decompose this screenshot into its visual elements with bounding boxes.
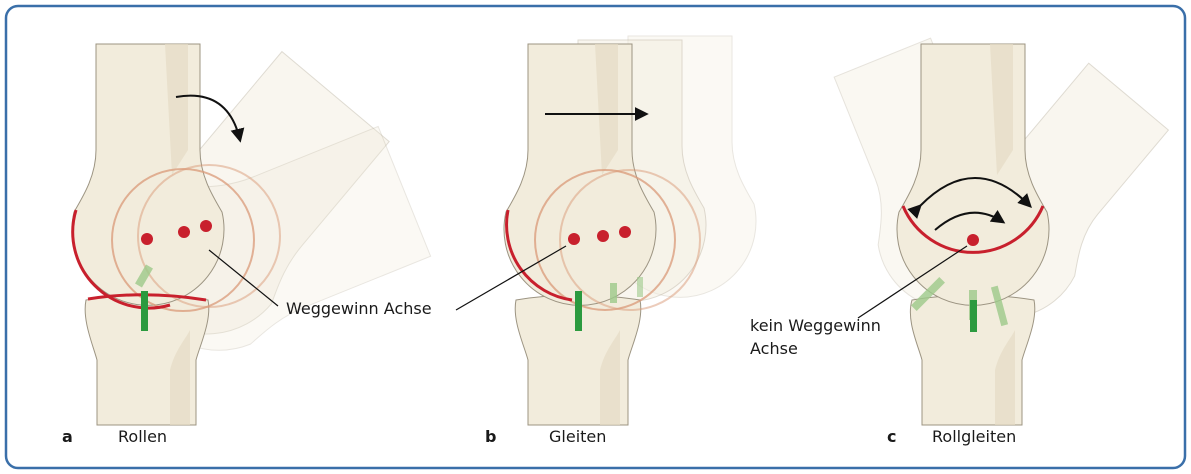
axis-point (597, 230, 609, 242)
axis-point (619, 226, 631, 238)
contact-bar (970, 300, 977, 332)
panel-title-rollgleiten: Rollgleiten (932, 427, 1016, 446)
axis-point (200, 220, 212, 232)
axis-point (568, 233, 580, 245)
contact-bar (575, 291, 582, 331)
contact-bar-faded (637, 277, 643, 297)
contact-bar (141, 291, 148, 331)
contact-bar-faded (610, 283, 617, 303)
axis-point (141, 233, 153, 245)
axis-point (967, 234, 979, 246)
annotation-kein-weggewinn-line1: kein Weggewinn (750, 316, 881, 335)
annotation-kein-weggewinn-line2: Achse (750, 339, 798, 358)
panel-title-gleiten: Gleiten (549, 427, 606, 446)
panel-letter-a: a (62, 427, 73, 446)
axis-point (178, 226, 190, 238)
panel-letter-b: b (485, 427, 496, 446)
panel-title-rollen: Rollen (118, 427, 167, 446)
annotation-weggewinn-achse: Weggewinn Achse (286, 299, 432, 318)
panel-letter-c: c (887, 427, 896, 446)
